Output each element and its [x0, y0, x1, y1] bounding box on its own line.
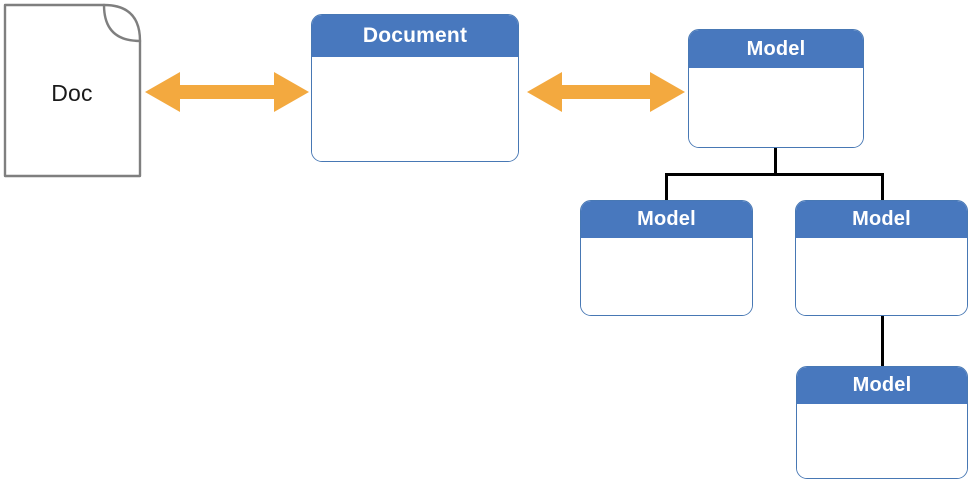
model-grandchild-title: Model: [797, 367, 967, 404]
connector-to-right-child: [881, 173, 884, 201]
model-grandchild-node[interactable]: Model: [796, 366, 968, 479]
model-child-left-body: [581, 238, 752, 315]
model-child-left-node[interactable]: Model: [580, 200, 753, 316]
document-node[interactable]: Document: [311, 14, 519, 162]
model-root-node[interactable]: Model: [688, 29, 864, 148]
connector-to-left-child: [665, 173, 668, 201]
document-node-body: [312, 57, 518, 161]
model-child-left-title: Model: [581, 201, 752, 238]
model-grandchild-body: [797, 404, 967, 478]
connector-to-grandchild: [881, 314, 884, 367]
connector-root-trunk: [774, 148, 777, 175]
model-child-right-node[interactable]: Model: [795, 200, 968, 316]
model-child-right-body: [796, 238, 967, 315]
arrow-doc-to-document: [144, 70, 310, 114]
model-root-title: Model: [689, 30, 863, 68]
doc-page-icon: [3, 3, 143, 178]
document-node-title: Document: [312, 15, 518, 57]
connector-children-crossbar: [665, 173, 884, 176]
model-root-body: [689, 68, 863, 147]
model-child-right-title: Model: [796, 201, 967, 238]
arrow-document-to-model: [526, 70, 686, 114]
doc-page-label: Doc: [51, 80, 93, 106]
